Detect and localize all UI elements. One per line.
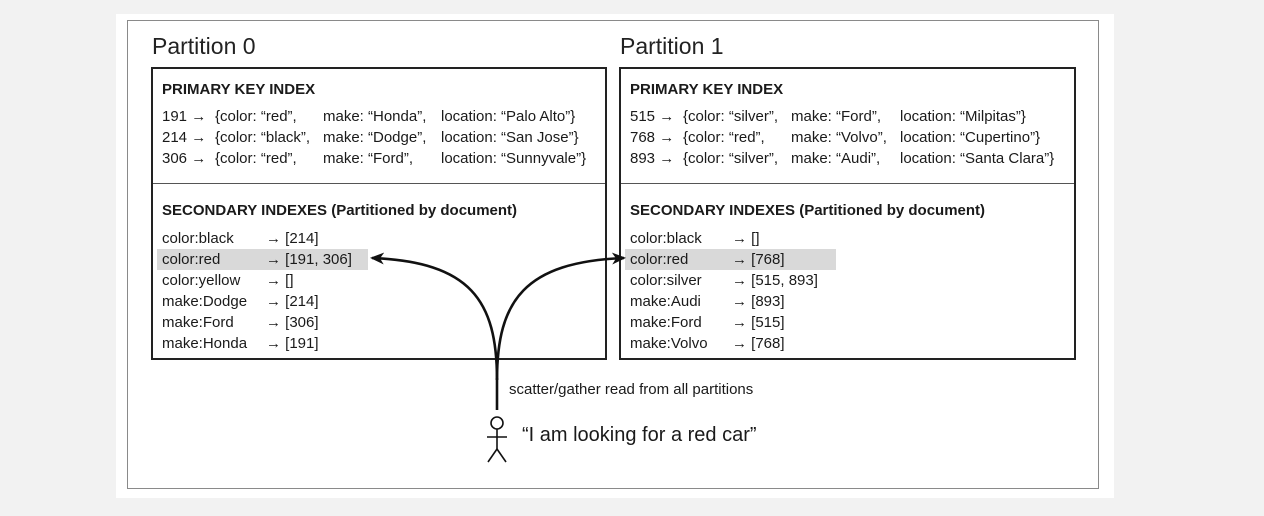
secondary-index-row: make:Honda → [191] [157, 333, 368, 354]
figure-frame [127, 20, 1099, 489]
primary-index-row: 893 → {color: “silver”, make: “Audi”, locat… [621, 148, 1074, 169]
primary-index-row: 214 → {color: “black”, make: “Dodge”, locat… [153, 127, 605, 148]
secondary-index-term: color:red [162, 251, 221, 268]
secondary-index-term: make:Volvo [630, 335, 708, 352]
secondary-index-ids: → [893] [732, 293, 785, 310]
primary-index-color: {color: “red”, [215, 108, 297, 125]
stick-figure-icon [487, 416, 507, 463]
primary-index-make: make: “Ford”, [323, 150, 414, 167]
user-query-quote: “I am looking for a red car” [522, 424, 757, 446]
primary-index-color: {color: “red”, [683, 129, 765, 146]
secondary-indexes-heading: SECONDARY INDEXES (Partitioned by docume… [162, 202, 518, 219]
secondary-index-ids: → [515] [732, 314, 785, 331]
primary-index-make: make: “Audi”, [791, 150, 881, 167]
primary-index-make: make: “Ford”, [791, 108, 882, 125]
primary-index-key: 893 → [630, 150, 675, 167]
secondary-index-row: make:Dodge → [214] [157, 291, 368, 312]
partition-title: Partition 0 [152, 33, 256, 59]
primary-index-location: location: “Milpitas”} [900, 108, 1026, 125]
primary-index-location: location: “Santa Clara”} [900, 150, 1055, 167]
secondary-index-ids: → [214] [266, 230, 319, 247]
secondary-index-ids: → [] [732, 230, 760, 247]
index-divider [621, 183, 1074, 184]
secondary-index-term: make:Honda [162, 335, 248, 352]
secondary-index-row-highlighted: color:red → [768] [625, 249, 836, 270]
secondary-index-row: color:black → [] [625, 228, 836, 249]
secondary-index-row: make:Volvo → [768] [625, 333, 836, 354]
primary-index-row: 515 → {color: “silver”, make: “Ford”, locat… [621, 106, 1074, 127]
primary-key-index-heading: PRIMARY KEY INDEX [630, 81, 784, 98]
secondary-index-term: color:black [162, 230, 234, 247]
secondary-indexes-heading: SECONDARY INDEXES (Partitioned by docume… [630, 202, 986, 219]
primary-index-row: 306 → {color: “red”, make: “Ford”, location… [153, 148, 605, 169]
secondary-index-ids: → [768] [732, 251, 785, 268]
primary-index-row: 768 → {color: “red”, make: “Volvo”, locatio… [621, 127, 1074, 148]
primary-index-make: make: “Dodge”, [323, 129, 427, 146]
primary-index-make: make: “Volvo”, [791, 129, 887, 146]
arrow-to-partition-1 [495, 252, 626, 381]
primary-index-color: {color: “red”, [215, 150, 297, 167]
primary-index-location: location: “Sunnyvale”} [441, 150, 587, 167]
primary-index-key: 515 → [630, 108, 675, 125]
primary-index-color: {color: “silver”, [683, 150, 779, 167]
secondary-index-term: make:Dodge [162, 293, 248, 310]
secondary-index-term: color:silver [630, 272, 702, 289]
primary-index-key: 306 → [162, 150, 207, 167]
primary-index-color: {color: “silver”, [683, 108, 779, 125]
primary-index-location: location: “Cupertino”} [900, 129, 1041, 146]
secondary-index-row-highlighted: color:red → [191, 306] [157, 249, 368, 270]
primary-index-key: 191 → [162, 108, 207, 125]
secondary-index-ids: → [306] [266, 314, 319, 331]
partition-box: PRIMARY KEY INDEX 191 → {color: “red”, make… [151, 67, 607, 360]
secondary-index-ids: → [768] [732, 335, 785, 352]
primary-index-location: location: “Palo Alto”} [441, 108, 576, 125]
partition-box: PRIMARY KEY INDEX 515 → {color: “silver”, m… [619, 67, 1076, 360]
secondary-index-row: make:Ford → [306] [157, 312, 368, 333]
primary-index-key: 214 → [162, 129, 207, 146]
primary-index-make: make: “Honda”, [323, 108, 427, 125]
secondary-index-row: make:Ford → [515] [625, 312, 836, 333]
secondary-index-ids: → [] [266, 272, 294, 289]
scatter-gather-label: scatter/gather read from all partitions [509, 381, 754, 398]
arrow-to-partition-0 [370, 252, 499, 381]
secondary-index-term: make:Ford [162, 314, 234, 331]
primary-index-row: 191 → {color: “red”, make: “Honda”, locatio… [153, 106, 605, 127]
index-divider [153, 183, 605, 184]
primary-index-key: 768 → [630, 129, 675, 146]
secondary-index-row: color:black → [214] [157, 228, 368, 249]
primary-index-location: location: “San Jose”} [441, 129, 579, 146]
secondary-index-term: color:yellow [162, 272, 241, 289]
secondary-index-term: color:black [630, 230, 702, 247]
secondary-index-ids: → [515, 893] [732, 272, 818, 289]
secondary-index-row: color:silver → [515, 893] [625, 270, 836, 291]
secondary-index-term: color:red [630, 251, 689, 268]
secondary-index-term: make:Ford [630, 314, 702, 331]
primary-key-index-heading: PRIMARY KEY INDEX [162, 81, 316, 98]
secondary-index-term: make:Audi [630, 293, 701, 310]
partition-title: Partition 1 [620, 33, 724, 59]
secondary-index-row: make:Audi → [893] [625, 291, 836, 312]
secondary-index-ids: → [191, 306] [266, 251, 352, 268]
secondary-index-row: color:yellow → [] [157, 270, 368, 291]
secondary-index-ids: → [191] [266, 335, 319, 352]
secondary-index-ids: → [214] [266, 293, 319, 310]
primary-index-color: {color: “black”, [215, 129, 311, 146]
